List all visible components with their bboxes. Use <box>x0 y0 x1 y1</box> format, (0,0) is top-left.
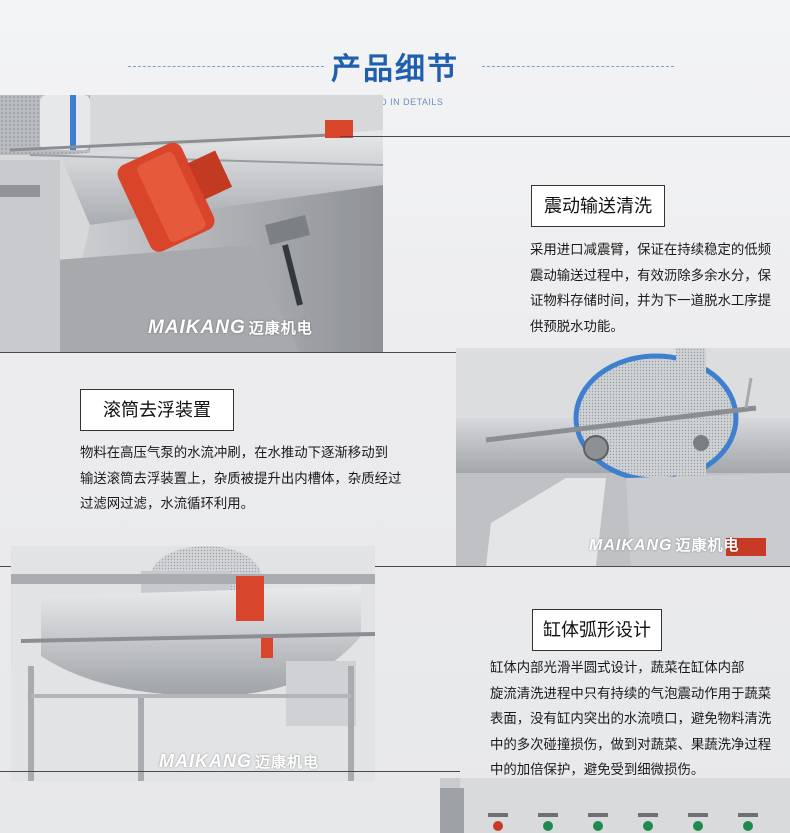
section-rule <box>0 771 460 772</box>
section-text-tank: 缸体内部光滑半圆式设计，蔬菜在缸体内部 旋流清洗进程中只有持续的气泡震动作用于蔬… <box>490 660 772 777</box>
section-rule <box>0 566 790 567</box>
page-title: 产品细节 <box>331 53 459 86</box>
page-subtitle: SKILLED IN DETAILS <box>346 97 444 107</box>
header-divider-right <box>482 66 674 67</box>
section-rule <box>0 352 778 353</box>
header-divider-left <box>128 66 324 67</box>
section-title-vibrating: 震动输送清洗 <box>531 185 665 227</box>
section-title-drum: 滚筒去浮装置 <box>80 389 234 431</box>
section-text-drum: 物料在高压气泵的水流冲刷，在水推动下逐渐移动到 输送滚筒去浮装置上，杂质被提升出… <box>80 445 402 511</box>
section-title-tank: 缸体弧形设计 <box>532 609 662 651</box>
section-rule <box>340 136 790 137</box>
section-text-vibrating: 采用进口减震臂，保证在持续稳定的低频 震动输送过程中，有效沥除多余水分，保 证物… <box>530 242 772 334</box>
photo-control-panel <box>440 778 790 833</box>
